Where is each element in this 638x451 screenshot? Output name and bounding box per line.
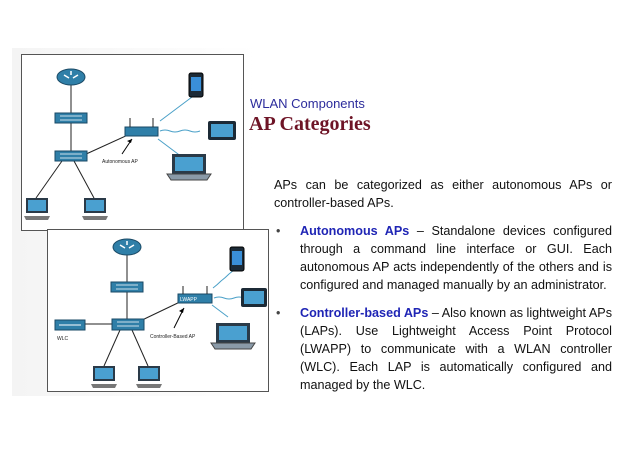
distribution-switch-icon bbox=[110, 281, 144, 293]
autonomous-ap-icon bbox=[124, 118, 159, 137]
pc-icon bbox=[91, 366, 117, 388]
bullet-autonomous-aps: • Autonomous APs – Standalone devices co… bbox=[274, 222, 612, 294]
phone-icon bbox=[188, 72, 204, 98]
pc-icon bbox=[136, 366, 162, 388]
access-switch-icon bbox=[111, 318, 145, 331]
bullet-term: Autonomous APs bbox=[300, 224, 410, 238]
bullet-term: Controller-based APs bbox=[300, 306, 429, 320]
tablet-icon bbox=[241, 288, 267, 307]
laptop-icon bbox=[166, 154, 212, 181]
bullet-controller-based-aps: • Controller-based APs – Also known as l… bbox=[274, 304, 612, 394]
wlc-label: WLC bbox=[57, 336, 69, 342]
tablet-icon bbox=[208, 121, 236, 140]
router-icon bbox=[56, 68, 86, 86]
pc-icon bbox=[24, 198, 50, 220]
phone-icon bbox=[229, 246, 245, 272]
controller-based-ap-label: Controller-Based AP bbox=[150, 334, 196, 340]
wireless-signal-icon bbox=[157, 96, 201, 158]
laptop-icon bbox=[210, 323, 256, 350]
lightweight-ap-icon: LWAPP bbox=[177, 286, 213, 304]
autonomous-ap-label: Autonomous AP bbox=[102, 159, 139, 165]
controller-based-ap-diagram: WLC LWAPP bbox=[47, 229, 269, 392]
bullet-icon: • bbox=[276, 306, 281, 320]
wireless-signal-icon bbox=[211, 266, 245, 318]
bullet-text: – Standalone devices configured through … bbox=[300, 224, 612, 292]
access-switch-icon bbox=[54, 150, 88, 162]
distribution-switch-icon bbox=[54, 112, 88, 124]
section-subtitle: WLAN Components bbox=[250, 96, 365, 111]
page-title: AP Categories bbox=[249, 113, 371, 135]
intro-paragraph: APs can be categorized as either autonom… bbox=[274, 178, 612, 210]
autonomous-ap-diagram: Autonomous AP bbox=[21, 54, 244, 231]
router-icon bbox=[112, 238, 142, 256]
lwapp-label: LWAPP bbox=[180, 297, 198, 303]
bullet-icon: • bbox=[276, 224, 281, 238]
pc-icon bbox=[82, 198, 108, 220]
bullet-text: – Also known as lightweight APs (LAPs). … bbox=[300, 306, 612, 392]
wlc-icon bbox=[54, 319, 86, 331]
content-body: APs can be categorized as either autonom… bbox=[274, 176, 612, 404]
